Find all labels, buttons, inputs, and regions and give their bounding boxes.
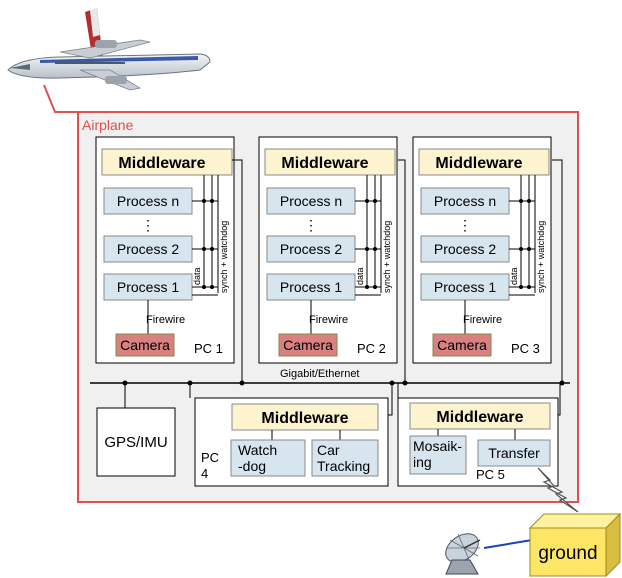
watchdog-box xyxy=(230,439,306,477)
watchdog-line2: -dog xyxy=(238,458,266,474)
process-ellipsis: ⋮ xyxy=(458,217,472,233)
mosaiking-box xyxy=(409,435,467,475)
camera-label: Camera xyxy=(120,337,170,353)
mosaiking-line2: ing xyxy=(413,454,432,470)
synch-label: synch + watchdog xyxy=(382,221,392,293)
airplane-pointer xyxy=(43,84,78,113)
process-box xyxy=(266,273,356,301)
process-label: Process 1 xyxy=(117,279,179,295)
watchdog-line1: Watch xyxy=(238,442,277,458)
process-label: Process 2 xyxy=(280,241,342,257)
car-tracking-line1: Car xyxy=(317,442,340,458)
middleware-label: Middleware xyxy=(435,155,522,172)
pc5-middleware xyxy=(409,402,551,430)
camera-box xyxy=(278,333,338,357)
pc4-middleware xyxy=(231,403,379,431)
airplane-label: Airplane xyxy=(82,117,134,133)
pc-label: PC 1 xyxy=(194,341,223,356)
process-box xyxy=(266,187,356,215)
airplane-image xyxy=(7,8,211,91)
process-box xyxy=(103,273,193,301)
data-label: data xyxy=(355,267,365,285)
middleware-label: Middleware xyxy=(118,155,205,172)
camera-box xyxy=(432,333,492,357)
pc4-label-line1: PC xyxy=(201,450,219,465)
pc4-label-line2: 4 xyxy=(201,466,208,481)
middleware-box xyxy=(418,148,550,176)
firewire-label: Firewire xyxy=(463,314,502,326)
transfer-box xyxy=(477,439,551,467)
process-box xyxy=(103,235,193,263)
pc-label: PC 3 xyxy=(511,341,540,356)
car-tracking-line2: Tracking xyxy=(317,458,370,474)
gps-imu-box xyxy=(96,407,176,477)
camera-box xyxy=(115,333,175,357)
pc-label: PC 2 xyxy=(357,341,386,356)
gps-imu-label: GPS/IMU xyxy=(104,434,167,451)
process-ellipsis: ⋮ xyxy=(141,217,155,233)
middleware-box xyxy=(101,148,233,176)
process-label: Process n xyxy=(280,193,342,209)
camera-label: Camera xyxy=(283,337,333,353)
data-label: data xyxy=(509,267,519,285)
pc5-middleware-label: Middleware xyxy=(436,409,523,426)
middleware-box xyxy=(264,148,396,176)
middleware-label: Middleware xyxy=(281,155,368,172)
synch-label: synch + watchdog xyxy=(219,221,229,293)
satellite-dish-icon xyxy=(445,533,481,575)
bus-junctions xyxy=(122,380,565,386)
process-label: Process n xyxy=(117,193,179,209)
firewire-label: Firewire xyxy=(309,314,348,326)
ground-box xyxy=(528,512,622,578)
pc5-label: PC 5 xyxy=(476,467,505,482)
process-label: Process 1 xyxy=(434,279,496,295)
pc-4: Middleware Watch -dog Car Tracking PC 4 xyxy=(194,397,389,487)
camera-label: Camera xyxy=(437,337,487,353)
mosaiking-line1: Mosaik- xyxy=(413,438,462,454)
process-ellipsis: ⋮ xyxy=(304,217,318,233)
process-box xyxy=(420,187,510,215)
process-label: Process 2 xyxy=(434,241,496,257)
transfer-label: Transfer xyxy=(488,445,540,461)
process-box xyxy=(420,235,510,263)
network-label: Gigabit/Ethernet xyxy=(280,368,360,380)
process-label: Process 1 xyxy=(280,279,342,295)
synch-label: synch + watchdog xyxy=(536,221,546,293)
data-label: data xyxy=(192,267,202,285)
process-box xyxy=(266,235,356,263)
pc4-middleware-label: Middleware xyxy=(261,410,348,427)
wireless-link-icon xyxy=(537,467,579,513)
dish-cable xyxy=(483,539,533,549)
ground-label: ground xyxy=(538,543,597,564)
firewire-label: Firewire xyxy=(146,314,185,326)
process-label: Process 2 xyxy=(117,241,179,257)
car-tracking-box xyxy=(311,439,379,477)
pc-5: Middleware Mosaik- ing Transfer PC 5 xyxy=(397,397,559,487)
process-label: Process n xyxy=(434,193,496,209)
